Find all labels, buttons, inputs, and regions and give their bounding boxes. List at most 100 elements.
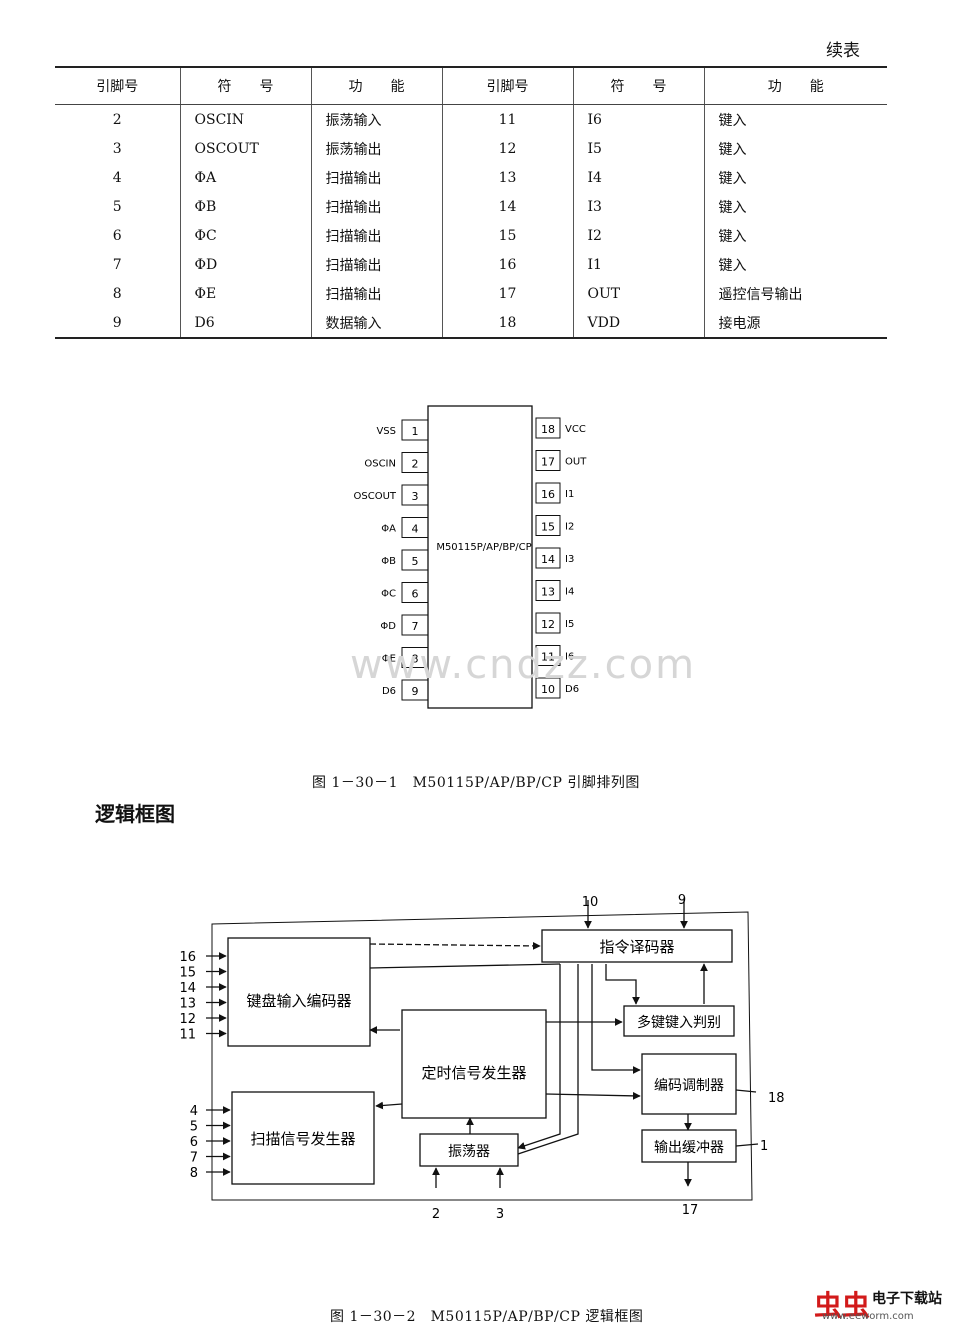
table-cell: 3: [112, 140, 122, 157]
pin-10-label: 10: [582, 895, 599, 910]
pin-label: I4: [565, 587, 574, 598]
section-heading: 逻辑框图: [95, 802, 175, 826]
pin-label: VCC: [565, 424, 586, 435]
pin-label: ΦA: [381, 524, 396, 535]
table-cell: ΦB: [179, 192, 311, 221]
pin-number: 9: [412, 685, 419, 698]
table-cell: 振荡输出: [310, 134, 442, 163]
pin-label: ΦD: [380, 621, 396, 632]
table-cell: I3: [572, 192, 704, 221]
table-cell: 13: [441, 163, 573, 192]
header-function: 功 能: [310, 66, 442, 105]
input-pin-label: 15: [179, 966, 196, 981]
code-modulator-label: 编码调制器: [654, 1078, 724, 1094]
table-cell: 5: [112, 198, 122, 215]
table-cell: OUT: [572, 279, 704, 308]
pin-box: [401, 679, 429, 701]
input-pin-label: 5: [190, 1120, 198, 1135]
pin-label: OUT: [565, 457, 587, 468]
timing-generator-block: [401, 1009, 547, 1119]
table-cell: 振荡输入: [310, 104, 442, 134]
table-cell: 2: [112, 111, 122, 128]
pin-box: [401, 484, 429, 506]
table-cell: 键入: [703, 192, 887, 221]
multikey-detect-block: [623, 1005, 735, 1037]
logic-block-diagram: 键盘输入编码器 扫描信号发生器 定时信号发生器 振荡器 指令译码器 多键键入判别…: [179, 893, 784, 1222]
pin-3-label: 3: [496, 1207, 504, 1222]
pin-number: 10: [541, 683, 555, 696]
input-pin-label: 14: [179, 981, 196, 996]
pin-box: [535, 417, 561, 439]
table-cell: 6: [112, 227, 122, 244]
watermark: www.cndzz.com: [350, 642, 697, 688]
table-cell: 16: [441, 250, 573, 279]
chip-label: M50115P/AP/BP/CP: [436, 542, 531, 553]
pin-2-label: 2: [432, 1207, 440, 1222]
pin-box: [401, 452, 429, 473]
instruction-decoder-label: 指令译码器: [599, 938, 674, 956]
table-cell: 11: [441, 104, 573, 134]
table-cell: 数据输入: [310, 308, 442, 339]
table-cell: I2: [572, 221, 704, 250]
table-cell: 键入: [703, 163, 887, 192]
table-cell: D6: [179, 308, 311, 339]
pin-box: [535, 515, 561, 536]
table-cell: OSCIN: [179, 104, 311, 134]
input-pin-label: 16: [179, 950, 196, 965]
table-cell: 键入: [703, 221, 887, 250]
pin-label: I5: [565, 619, 574, 630]
pin-number: 4: [412, 523, 419, 536]
table-cell: 18: [441, 308, 573, 339]
pin-box: [535, 450, 561, 471]
input-pin-label: 6: [190, 1135, 198, 1150]
pin-label: I6: [565, 652, 574, 663]
table-cell: 7: [112, 256, 122, 273]
pin-number: 14: [541, 553, 555, 566]
pin-label: VSS: [376, 426, 396, 437]
table-cell: 遥控信号输出: [703, 279, 887, 308]
logo-glyph: 虫虫: [814, 1289, 871, 1322]
input-pin-label: 7: [190, 1151, 198, 1166]
table-cell: 17: [441, 279, 573, 308]
input-pin-label: 8: [190, 1166, 198, 1181]
table-cell: 键入: [703, 134, 887, 163]
keyboard-encoder-label: 键盘输入编码器: [246, 992, 351, 1010]
timing-generator-label: 定时信号发生器: [421, 1064, 526, 1082]
pin-box: [535, 580, 561, 601]
pin-label: D6: [382, 686, 396, 697]
table-cell: 扫描输出: [310, 279, 442, 308]
pin-label: OSCOUT: [354, 491, 397, 502]
table-cell: I4: [572, 163, 704, 192]
pin-17-label: 17: [682, 1203, 699, 1218]
table-cell: 键入: [703, 250, 887, 279]
pin-box: [535, 677, 561, 699]
pin-box: [401, 517, 429, 538]
pin-number: 18: [541, 423, 555, 436]
input-pin-label: 13: [179, 997, 196, 1012]
table-cell: VDD: [572, 308, 704, 339]
pin-label: ΦC: [381, 589, 396, 600]
pin-number: 7: [412, 620, 419, 633]
table-cell: 扫描输出: [310, 192, 442, 221]
table-cell: 扫描输出: [310, 221, 442, 250]
pin-box: [401, 549, 429, 571]
pin-label: I1: [565, 489, 574, 500]
output-buffer-label: 输出缓冲器: [654, 1140, 724, 1156]
pinout-diagram: M50115P/AP/BP/CP1VSS2OSCIN3OSCOUT4ΦA5ΦB6…: [354, 405, 587, 709]
pin-label: I2: [565, 522, 574, 533]
table-cell: 4: [112, 169, 122, 186]
pin-label: D6: [565, 684, 579, 695]
input-pin-label: 12: [179, 1012, 196, 1027]
table-cell: ΦD: [179, 250, 311, 279]
pin-number: 3: [412, 490, 419, 503]
instruction-decoder-block: [541, 929, 733, 963]
